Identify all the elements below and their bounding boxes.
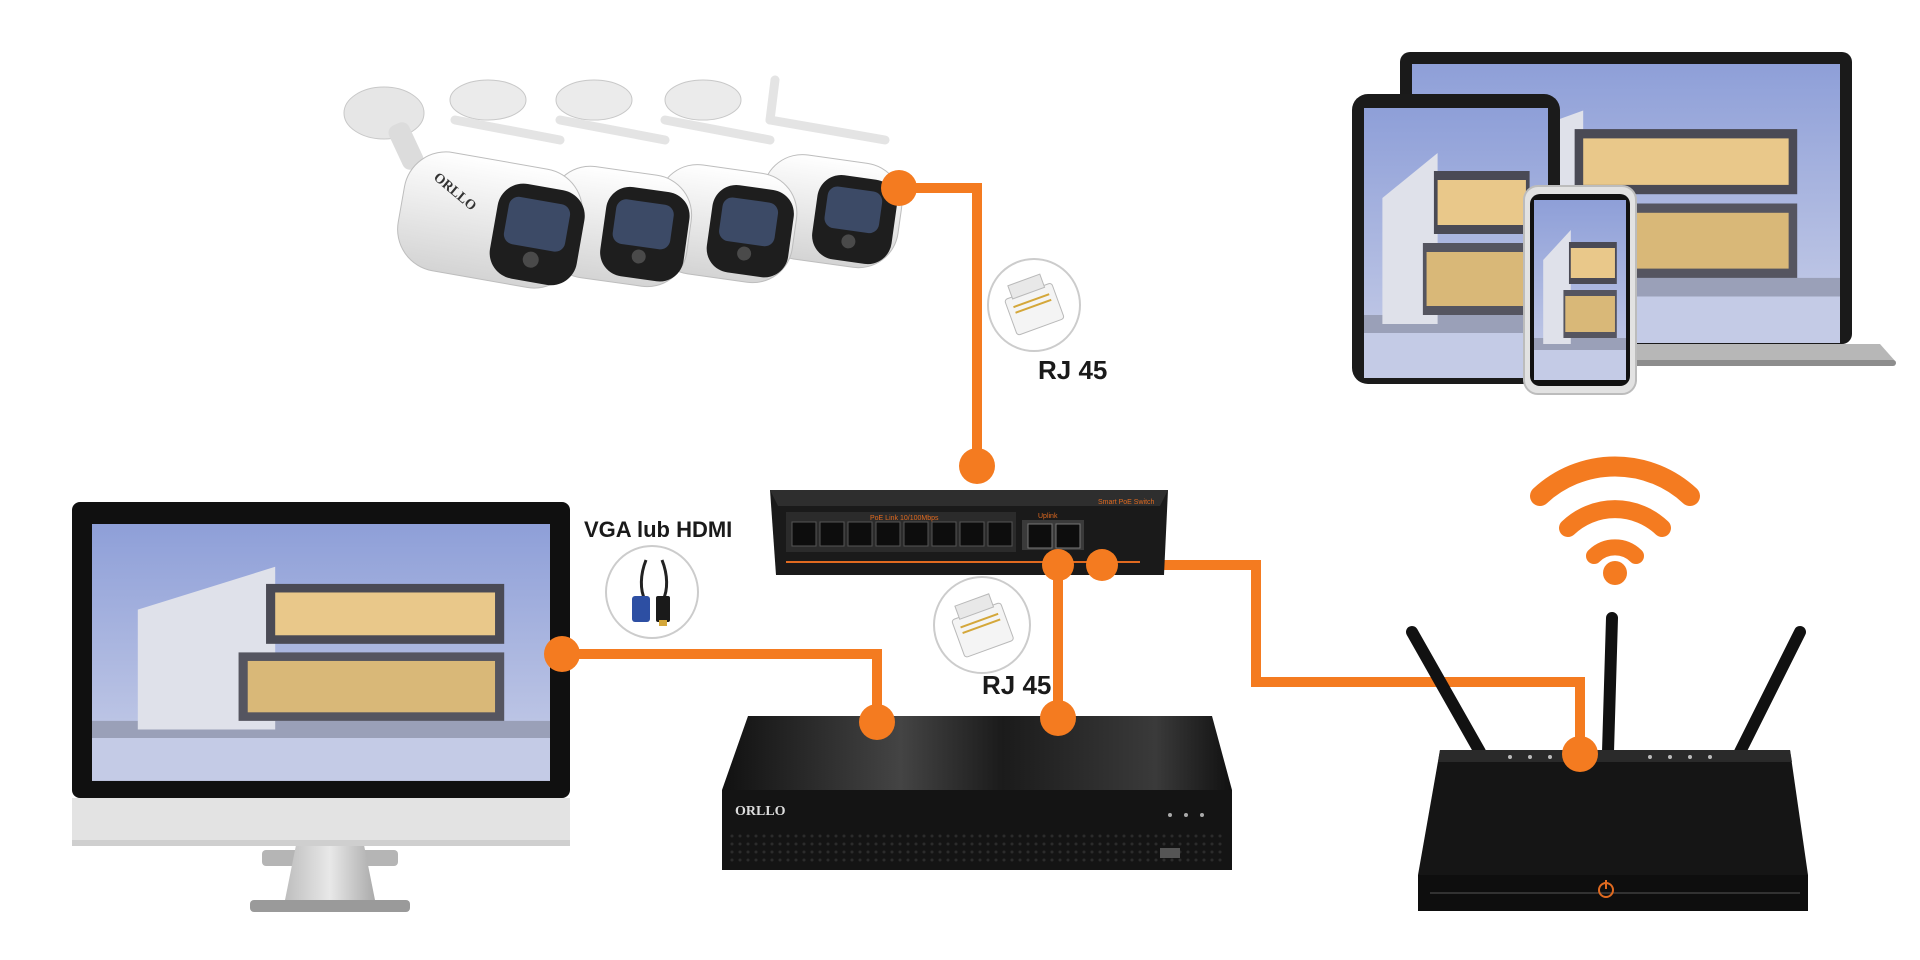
connection-dot-monitor (544, 636, 580, 672)
connection-dot-nvr-right (1040, 700, 1076, 736)
wifi-icon (1530, 456, 1700, 585)
connection-dot-nvr-left (859, 704, 895, 740)
connection-dot-switch-router (1086, 549, 1118, 581)
switch-uplink-ports (1027, 523, 1081, 549)
nvr-recorder: ORLLO (722, 716, 1232, 870)
rj45-label-bottom: RJ 45 (982, 670, 1052, 700)
connection-dot-switch-top (959, 448, 995, 484)
rj45-connector-icon (933, 576, 1031, 674)
connection-dot-camera (881, 170, 917, 206)
rj45-label-top: RJ 45 (1038, 355, 1108, 385)
connection-dot-router (1562, 736, 1598, 772)
switch-poe-ports (791, 521, 1013, 547)
wifi-router (1406, 612, 1808, 911)
switch-text-uplink: Uplink (1038, 513, 1058, 520)
switch-text-model: Smart PoE Switch (1098, 499, 1155, 506)
switch-text-poe: PoE Link 10/100Mbps (870, 515, 939, 522)
rj45-connector-icon (987, 258, 1081, 352)
viewing-devices (1352, 52, 1896, 395)
vga-hdmi-cable-icon (605, 545, 699, 639)
camera-antennas (450, 75, 890, 145)
camera-2 (545, 165, 693, 288)
cable-switch-to-router (1102, 560, 1585, 754)
desktop-monitor (72, 502, 570, 912)
camera-mounts (343, 79, 742, 170)
power-icon (1598, 880, 1614, 898)
connection-dot-switch-nvr (1042, 549, 1074, 581)
ip-cameras: ORLLO (343, 75, 903, 289)
nvr-logo: ORLLO (735, 804, 786, 819)
cable-camera-to-switch (899, 183, 982, 466)
cable-monitor-to-nvr (562, 649, 882, 722)
tablet (1352, 94, 1560, 384)
cables (562, 183, 1585, 754)
camera-3 (652, 164, 798, 284)
camera-1: ORLLO (397, 151, 585, 289)
monitor-screen (92, 524, 550, 781)
camera-4 (758, 154, 903, 269)
vga-hdmi-label: VGA lub HDMI (584, 517, 733, 542)
smartphone (1523, 185, 1637, 395)
